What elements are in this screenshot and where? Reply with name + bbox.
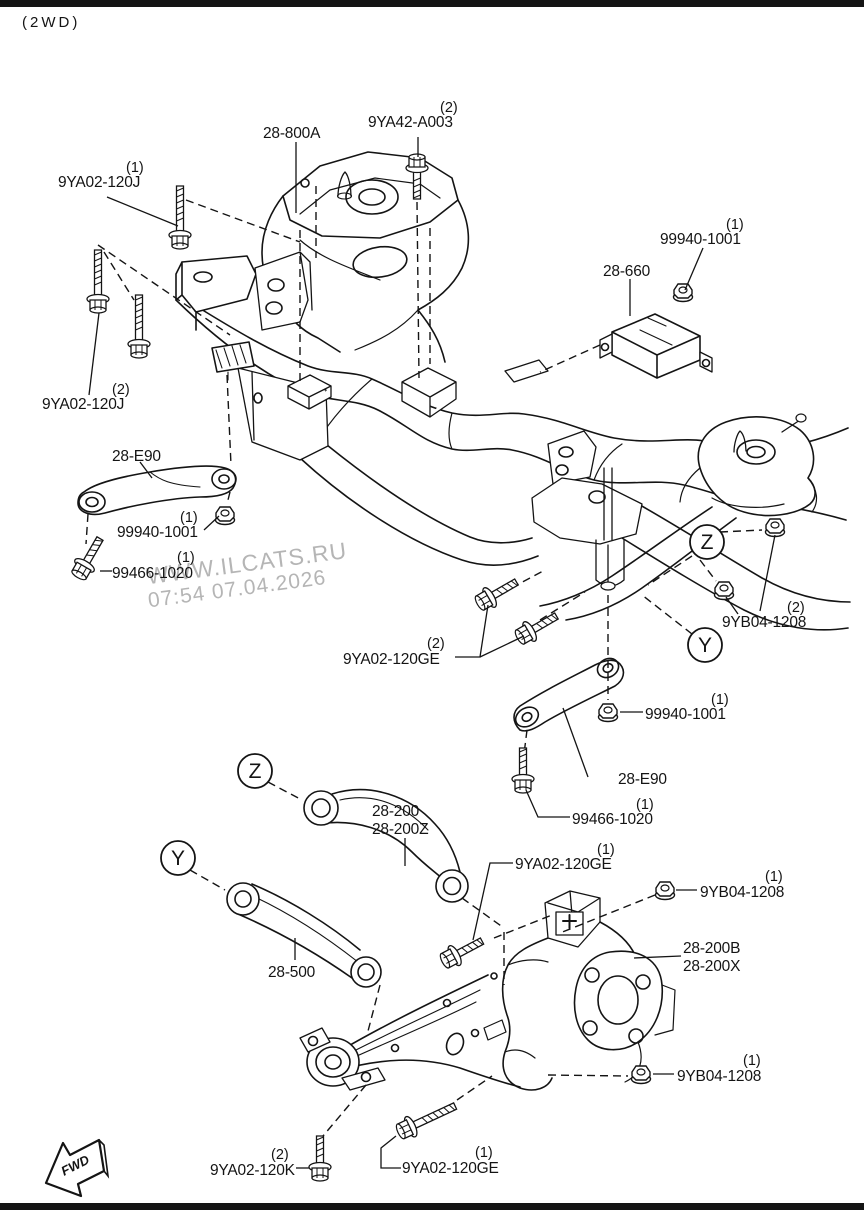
leader-lines xyxy=(88,137,776,1169)
bolt-9ya02-120j-2b xyxy=(127,294,151,359)
bolt-9ya02-120ge-mid xyxy=(436,930,488,973)
view-markers xyxy=(160,524,725,876)
callout-qty: (2) xyxy=(427,636,445,652)
callout-qty: (1) xyxy=(765,869,783,885)
variant-label: (2WD) xyxy=(22,14,80,31)
callout-part-number[interactable]: 9YA02-120K xyxy=(210,1162,296,1179)
callout-part-number[interactable]: 28-E90 xyxy=(618,771,668,788)
callout-part-number[interactable]: 99940-1001 xyxy=(660,231,741,248)
upper-mount-28-800A-drawing xyxy=(254,151,470,363)
bolt-99466-1020-left xyxy=(67,532,111,584)
nut-9yb04-1208-lower xyxy=(630,1065,652,1085)
callout-part-number[interactable]: 28-800A xyxy=(263,125,321,142)
callout-part-number[interactable]: 28-500 xyxy=(268,964,316,981)
nut-9yb04-1208-b xyxy=(713,581,735,601)
callout-part-number[interactable]: 9YA42-A003 xyxy=(368,114,453,131)
callout-part-number[interactable]: 9YB04-1208 xyxy=(677,1068,761,1085)
callout-qty: (1) xyxy=(636,797,654,813)
bolt-9ya02-120j-2a xyxy=(86,249,110,314)
bottom-border-bar xyxy=(0,1203,864,1210)
lower-arm-28-500-drawing xyxy=(226,882,382,988)
bolt-99466-1020-right xyxy=(511,747,535,794)
top-border-bar xyxy=(0,0,864,7)
trailing-arm-drawing xyxy=(299,972,521,1091)
bolt-9ya02-120ge-a xyxy=(471,571,523,615)
callout-qty: (1) xyxy=(180,510,198,526)
callout-part-number[interactable]: 9YA02-120GE xyxy=(343,651,440,668)
nut-9yb04-1208-upper xyxy=(654,881,676,901)
view-marker-z-left: Z xyxy=(249,760,262,783)
nut-9yb04-1208-a xyxy=(764,518,786,538)
upper-arm-28-200-drawing xyxy=(303,788,469,903)
callout-part-number[interactable]: 99466-1020 xyxy=(112,565,194,582)
lateral-link-28-E90-left-drawing xyxy=(77,465,237,516)
callout-qty: (1) xyxy=(475,1145,493,1161)
callout-qty: (1) xyxy=(177,550,195,566)
bolt-9ya02-120k xyxy=(308,1135,332,1182)
callout-qty: (2) xyxy=(440,100,458,116)
nut-99940-1001-top xyxy=(672,283,694,303)
rear-crossmember-drawing xyxy=(175,255,851,631)
assembly-dashed-lines xyxy=(85,186,763,1137)
lateral-link-28-E90-right-drawing xyxy=(513,657,625,732)
nut-99940-1001-right xyxy=(597,703,619,723)
view-marker-y-right: Y xyxy=(698,634,712,657)
callout-qty: (1) xyxy=(597,842,615,858)
callout-part-number[interactable]: 28-200X xyxy=(683,958,741,975)
callout-part-number[interactable]: 9YA02-120J xyxy=(42,396,124,413)
callout-part-number[interactable]: 28-660 xyxy=(603,263,651,280)
callout-part-number[interactable]: 28-200 xyxy=(372,803,420,820)
right-mount-drawing xyxy=(679,413,818,517)
bolt-9ya02-120ge-b xyxy=(511,605,563,649)
callout-part-number[interactable]: 99940-1001 xyxy=(117,524,198,541)
callout-part-number[interactable]: 9YB04-1208 xyxy=(722,614,806,631)
callout-qty: (1) xyxy=(726,217,744,233)
callout-part-number[interactable]: 28-E90 xyxy=(112,448,162,465)
callout-part-number[interactable]: 99466-1020 xyxy=(572,811,654,828)
callout-qty: (1) xyxy=(126,160,144,176)
callout-part-number[interactable]: 9YA02-120GE xyxy=(402,1160,499,1177)
damper-28-660-drawing xyxy=(599,313,713,379)
callout-part-number[interactable]: 28-200Z xyxy=(372,821,429,838)
knuckle-28-200B-drawing xyxy=(501,890,676,1091)
callout-qty: (2) xyxy=(271,1147,289,1163)
view-marker-y-left: Y xyxy=(171,847,185,870)
callout-qty: (1) xyxy=(711,692,729,708)
callout-part-number[interactable]: 99940-1001 xyxy=(645,706,726,723)
callout-part-number[interactable]: 28-200B xyxy=(683,940,740,957)
fwd-direction-arrow: FWD xyxy=(44,1138,110,1198)
callout-qty: (1) xyxy=(743,1053,761,1069)
bolt-9ya02-120ge-bottom xyxy=(392,1095,461,1144)
callout-part-number[interactable]: 9YB04-1208 xyxy=(700,884,784,901)
view-marker-z-right: Z xyxy=(701,531,714,554)
bolt-9ya02-120j-1 xyxy=(168,185,192,250)
callout-qty: (2) xyxy=(112,382,130,398)
callout-qty: (2) xyxy=(787,600,805,616)
callout-part-number[interactable]: 9YA02-120GE xyxy=(515,856,612,873)
callout-part-number[interactable]: 9YA02-120J xyxy=(58,174,140,191)
